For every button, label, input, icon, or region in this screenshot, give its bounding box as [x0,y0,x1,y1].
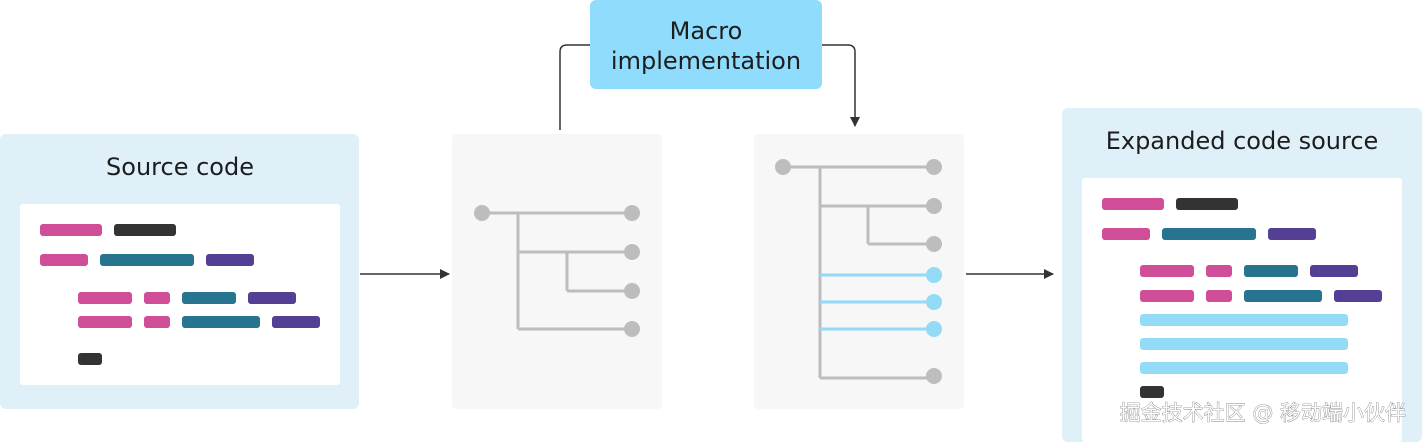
expanded-code-panel: Expanded code source [1062,108,1422,442]
macro-label-line1: Macro [670,17,743,45]
expanded-code-title: Expanded code source [1106,127,1379,155]
source-code-lines [40,224,320,365]
expanded-tree-new-edges [820,273,934,331]
expanded-tree-edges [783,165,934,380]
expanded-syntax-tree-panel [754,134,964,409]
macro-label-line2: implementation [611,47,801,75]
watermark-text: 掘金技术社区 @ 移动端小伙伴 [1120,401,1406,425]
expanded-code-lines [1102,198,1382,398]
source-code-panel: Source code [0,134,359,409]
connector-tree-to-macro [559,44,590,130]
source-code-card [20,204,340,385]
source-code-title: Source code [106,153,254,181]
connector-macro-to-expanded-tree [822,44,860,127]
expanded-tree-nodes [775,159,942,384]
syntax-tree-nodes [474,205,640,337]
syntax-tree-panel [452,134,662,409]
macro-implementation-box: Macro implementation [590,0,822,89]
expanded-tree-new-nodes [926,267,942,337]
syntax-tree-edges [482,211,632,331]
expanded-code-card [1082,178,1402,442]
